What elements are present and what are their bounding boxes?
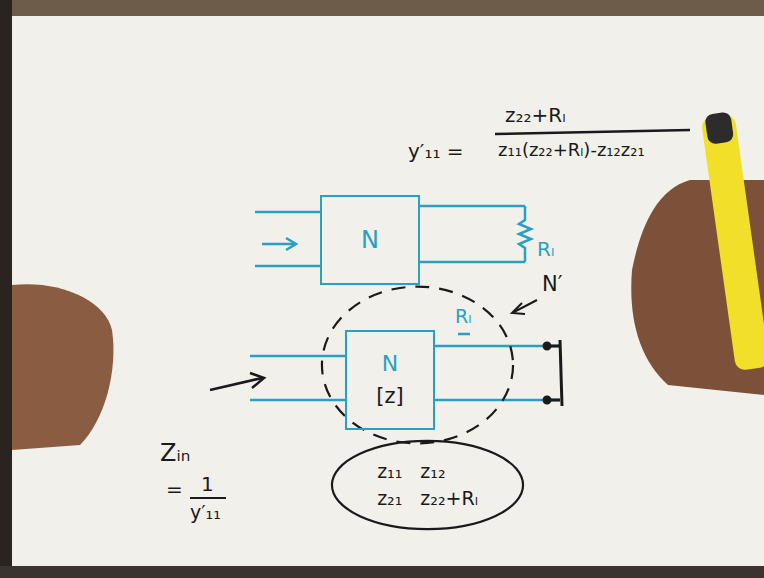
input-impedance: Zᵢₙ (160, 440, 190, 466)
node-text: z₁₁ (377, 461, 402, 482)
matrix-ellipse-outline (330, 440, 525, 530)
resistor-label: Rₗ (537, 238, 554, 260)
matrix-ellipse: z₁₁ z₁₂ z₂₁ z₂₂+Rₗ (330, 440, 525, 530)
node-text: z₁₂ (420, 461, 477, 482)
network-boundary-outline (320, 285, 515, 445)
resistor-label: Rₗ (455, 306, 471, 327)
fraction-bar (495, 130, 690, 134)
node-text: N (361, 227, 379, 253)
port-wires (255, 206, 531, 266)
short-circuit (544, 340, 562, 406)
network-box: N [z] (345, 330, 435, 430)
fraction-numerator: 1 (201, 473, 214, 495)
node-text: N (382, 352, 398, 376)
resistor-symbol (519, 206, 531, 262)
formula-numerator: z₂₂+Rₗ (505, 104, 566, 126)
pointer-arrow (512, 300, 537, 314)
fraction-bar (190, 497, 226, 499)
equals-sign: = (166, 478, 183, 500)
board-edge (0, 566, 764, 578)
fraction-denominator: y′₁₁ (190, 502, 221, 523)
formula-lhs: y′₁₁ = (408, 140, 464, 162)
marker (700, 111, 764, 371)
node-text: z₂₁ (377, 488, 402, 509)
board-frame (0, 0, 764, 16)
hand (12, 284, 113, 450)
formula-denominator: z₁₁(z₂₂+Rₗ)-z₁₂z₂₁ (498, 140, 645, 160)
network-boundary: N′N[z] (320, 285, 515, 445)
node-text: N′ (542, 273, 562, 296)
node-text: z₂₂+Rₗ (420, 488, 477, 509)
input-arrow (210, 373, 264, 390)
network-box: N (320, 195, 420, 285)
node-text: [z] (376, 385, 403, 408)
board-edge (0, 0, 12, 578)
